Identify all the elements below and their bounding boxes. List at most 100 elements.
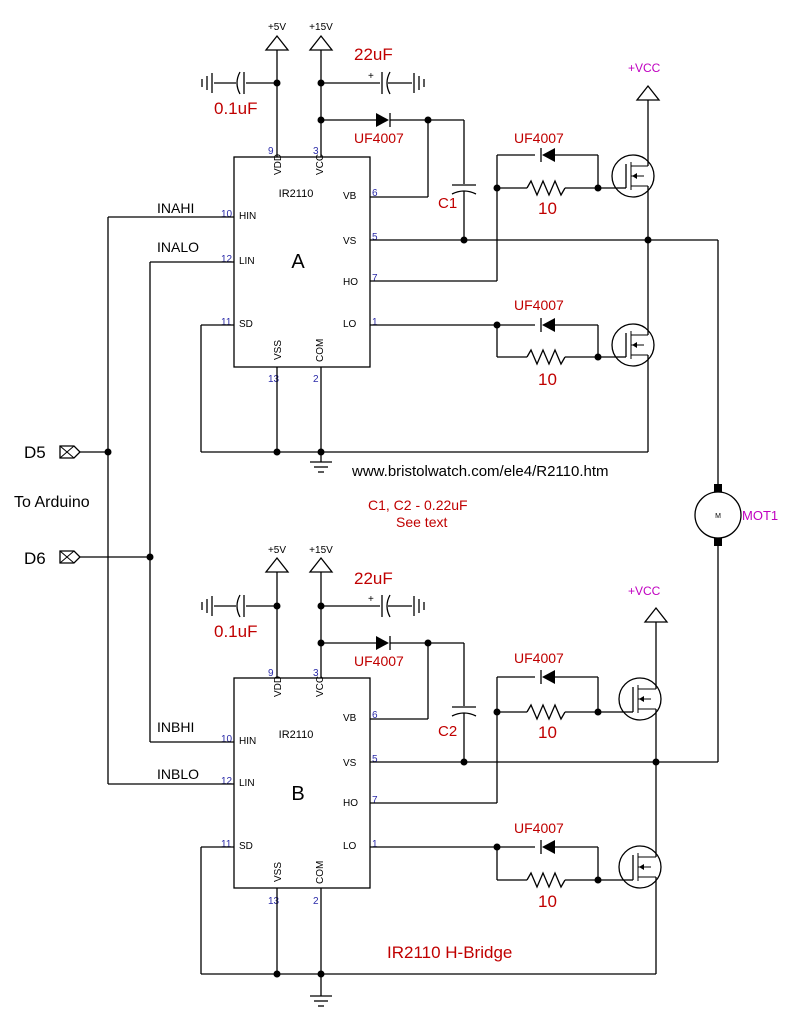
cap-c2-label: C2 xyxy=(438,723,457,740)
diode-gate-lo-a xyxy=(542,318,555,332)
diode-boot-a xyxy=(376,113,389,127)
ic-a-letter: A xyxy=(291,251,305,273)
pin-num-2-b: 2 xyxy=(313,896,319,907)
supply-arrow-15v-a xyxy=(308,34,334,51)
pin-label-lin-a: LIN xyxy=(239,256,255,267)
supply-arrow-15v-b xyxy=(308,556,334,573)
diagram-title: IR2110 H-Bridge xyxy=(387,943,512,962)
pin-num-12-b: 12 xyxy=(221,776,233,787)
supply-label-5v-a: +5V xyxy=(268,22,286,33)
pin-num-3-a: 3 xyxy=(313,146,319,157)
pin-num-13-a: 13 xyxy=(268,374,280,385)
pin-label-com-a: COM xyxy=(315,339,326,362)
diode-gate-lo-b-label: UF4007 xyxy=(514,820,564,836)
pin-label-vdd-a: VDD xyxy=(273,154,284,175)
resistor-gate-lo-b-label: 10 xyxy=(538,892,557,911)
pin-num-6-a: 6 xyxy=(372,188,378,199)
mosfet-lo-a xyxy=(611,323,655,367)
pin-num-1-a: 1 xyxy=(372,317,378,328)
pin-num-3-b: 3 xyxy=(313,668,319,679)
resistor-gate-lo-b xyxy=(526,871,566,889)
pin-label-vcc-b: VCC xyxy=(315,676,326,697)
bridge-b: IR2110 B VDD VCC VB HIN VS LIN HO SD LO … xyxy=(108,545,719,1007)
diode-gate-hi-b xyxy=(542,670,555,684)
net-inalo: INALO xyxy=(157,239,199,255)
net-inbhi: INBHI xyxy=(157,719,194,735)
pin-label-lo-b: LO xyxy=(343,841,357,852)
motor-m-label: M xyxy=(715,513,721,520)
pin-label-vss-a: VSS xyxy=(273,340,284,360)
pin-label-lo-a: LO xyxy=(343,319,357,330)
resistor-gate-lo-a xyxy=(526,348,566,366)
supply-label-vcc-b: +VCC xyxy=(628,584,661,598)
pin-label-ho-a: HO xyxy=(343,277,358,288)
cap-22uf-a-label: 22uF xyxy=(354,45,393,64)
mosfet-hi-b xyxy=(618,677,662,721)
motor-label: MOT1 xyxy=(742,508,778,523)
ic-b-letter: B xyxy=(291,783,304,805)
pin-label-vb-a: VB xyxy=(343,191,357,202)
pin-num-7-b: 7 xyxy=(372,795,378,806)
diode-gate-hi-a xyxy=(542,148,555,162)
pin-num-11-a: 11 xyxy=(221,317,232,328)
pin-num-2-a: 2 xyxy=(313,374,319,385)
motor: M MOT1 xyxy=(694,484,778,546)
pin-num-9-b: 9 xyxy=(268,668,274,679)
pin-label-sd-a: SD xyxy=(239,319,253,330)
diode-gate-hi-b-label: UF4007 xyxy=(514,650,564,666)
pin-num-11-b: 11 xyxy=(221,839,232,850)
pin-label-hin-a: HIN xyxy=(239,211,256,222)
see-text-note: See text xyxy=(396,514,447,530)
ic-b-body xyxy=(233,677,371,889)
svg-text:+: + xyxy=(368,594,374,605)
connector-d6 xyxy=(59,550,81,564)
supply-label-15v-b: +15V xyxy=(309,545,333,556)
pin-label-vs-a: VS xyxy=(343,236,357,247)
svg-text:+: + xyxy=(368,71,374,82)
net-inahi: INAHI xyxy=(157,200,194,216)
input-label-d5: D5 xyxy=(24,443,46,462)
diode-boot-a-label: UF4007 xyxy=(354,130,404,146)
arduino-inputs: D5 D6 To Arduino xyxy=(14,217,154,784)
pin-num-6-b: 6 xyxy=(372,710,378,721)
pin-label-lin-b: LIN xyxy=(239,778,255,789)
diode-gate-lo-a-label: UF4007 xyxy=(514,297,564,313)
mosfet-lo-b xyxy=(618,845,662,889)
pin-num-12-a: 12 xyxy=(221,254,233,265)
source-url: www.bristolwatch.com/ele4/R2110.htm xyxy=(351,463,609,480)
diode-boot-b xyxy=(376,636,389,650)
pin-label-vs-b: VS xyxy=(343,758,357,769)
supply-label-15v-a: +15V xyxy=(309,22,333,33)
connector-d5 xyxy=(59,445,81,459)
cap-22uf-b-label: 22uF xyxy=(354,569,393,588)
diode-gate-hi-a-label: UF4007 xyxy=(514,130,564,146)
supply-arrow-5v-a xyxy=(264,34,290,51)
resistor-gate-lo-a-label: 10 xyxy=(538,370,557,389)
cap-c1-label: C1 xyxy=(438,195,457,212)
resistor-gate-hi-b-label: 10 xyxy=(538,723,557,742)
mosfet-hi-a xyxy=(611,154,655,198)
pin-label-ho-b: HO xyxy=(343,798,358,809)
resistor-gate-hi-a-label: 10 xyxy=(538,199,557,218)
supply-label-5v-b: +5V xyxy=(268,545,286,556)
cap-note: C1, C2 - 0.22uF xyxy=(368,497,468,513)
pin-label-vdd-b: VDD xyxy=(273,676,284,697)
pin-num-10-a: 10 xyxy=(221,209,233,220)
diode-boot-b-label: UF4007 xyxy=(354,653,404,669)
pin-num-1-b: 1 xyxy=(372,839,378,850)
pin-num-10-b: 10 xyxy=(221,734,233,745)
pin-num-5-b: 5 xyxy=(372,754,378,765)
pin-num-5-a: 5 xyxy=(372,232,378,243)
bridge-a: IR2110 A VDD VCC VB HIN VS LIN HO SD LO … xyxy=(108,22,719,485)
pin-label-vss-b: VSS xyxy=(273,862,284,882)
pin-num-7-a: 7 xyxy=(372,273,378,284)
net-inblo: INBLO xyxy=(157,766,199,782)
resistor-gate-hi-b xyxy=(526,703,566,721)
ic-a-name: IR2110 xyxy=(279,188,314,200)
supply-label-vcc-a: +VCC xyxy=(628,61,661,75)
pin-label-hin-b: HIN xyxy=(239,736,256,747)
pin-num-9-a: 9 xyxy=(268,146,274,157)
pin-label-vb-b: VB xyxy=(343,713,357,724)
supply-arrow-vcc-b xyxy=(643,606,669,623)
